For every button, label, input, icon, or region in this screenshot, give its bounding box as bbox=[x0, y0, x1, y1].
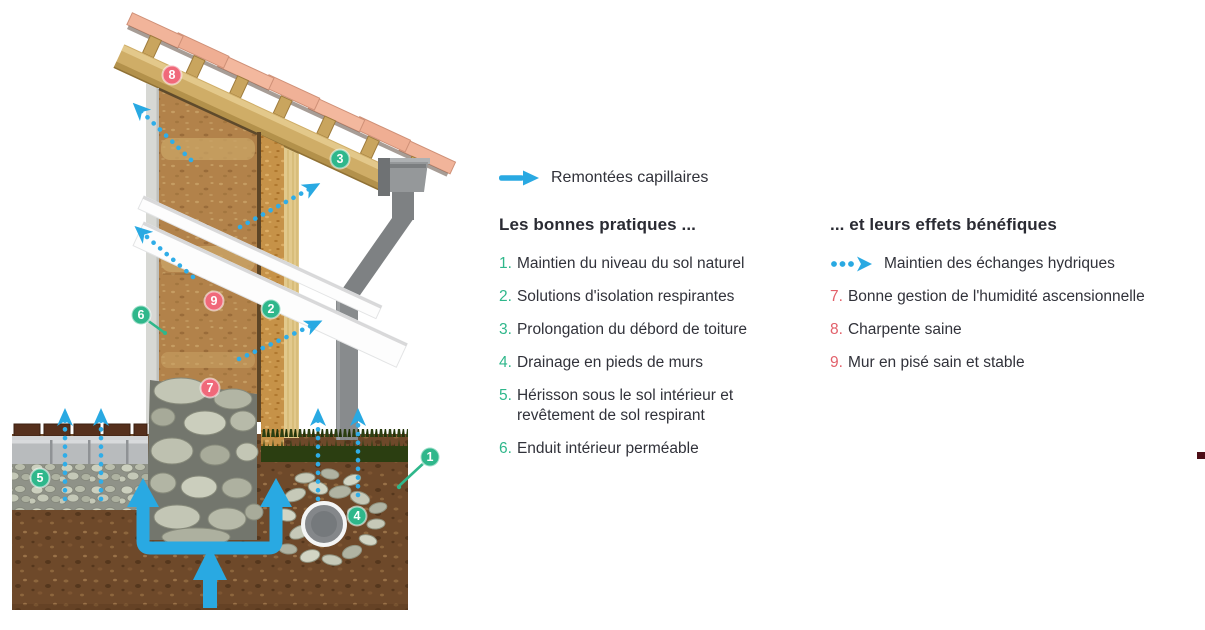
pise-wall bbox=[146, 83, 300, 452]
badge-1-label: 1 bbox=[427, 450, 434, 464]
item-text: Enduit intérieur perméable bbox=[516, 440, 699, 457]
badges: 1 2 3 4 5 6 7 8 bbox=[29, 64, 441, 527]
benefit-item-7: 7. Bonne gestion de l'humidité ascension… bbox=[830, 287, 1200, 307]
benefit-item-9: 9. Mur en pisé sain et stable bbox=[830, 353, 1200, 373]
interior-floor bbox=[12, 423, 148, 510]
badge-2: 2 bbox=[260, 298, 282, 320]
moisture-exchange-arrows bbox=[57, 102, 366, 502]
edge-artifact bbox=[1197, 452, 1205, 459]
practice-item-4: 4. Drainage en pieds de murs bbox=[499, 353, 789, 373]
badge-4: 4 bbox=[346, 505, 368, 527]
good-practices-column: Les bonnes pratiques ... 1. Maintien du … bbox=[499, 215, 789, 472]
item-number: 9. bbox=[830, 354, 843, 371]
gutter bbox=[378, 158, 430, 196]
dotted-arrow-upleft-top bbox=[132, 102, 194, 163]
badge-6: 6 bbox=[130, 304, 152, 326]
drain-pipe bbox=[301, 501, 347, 547]
item-text: Prolongation du débord de toiture bbox=[516, 321, 748, 338]
item-number: 6. bbox=[499, 440, 512, 457]
pise-lift-line bbox=[161, 352, 255, 368]
roof-assembly bbox=[113, 12, 457, 192]
item-text: Charpente saine bbox=[847, 321, 962, 338]
badge-5-label: 5 bbox=[37, 471, 44, 485]
practice-item-2: 2. Solutions d'isolation respirantes bbox=[499, 287, 789, 307]
item-text: Maintien du niveau du sol naturel bbox=[516, 255, 745, 272]
badge-9: 9 bbox=[203, 290, 225, 312]
good-practices-heading: Les bonnes pratiques ... bbox=[499, 215, 696, 234]
item-text: Drainage en pieds de murs bbox=[516, 354, 704, 371]
badge-3-label: 3 bbox=[337, 152, 344, 166]
item-number: 4. bbox=[499, 354, 512, 371]
wall-cross-section-illustration: 1 2 3 4 5 6 7 8 bbox=[0, 0, 470, 625]
badge-pointers bbox=[146, 318, 427, 490]
practice-item-3: 3. Prolongation du débord de toiture bbox=[499, 320, 789, 340]
dotted-arrow-upright-mid bbox=[236, 320, 323, 362]
practice-item-5: 5. Hérisson sous le sol intérieur et rev… bbox=[499, 386, 789, 426]
item-number: 2. bbox=[499, 288, 512, 305]
badge-1: 1 bbox=[419, 446, 441, 468]
concrete-slab bbox=[12, 440, 148, 464]
item-number: 3. bbox=[499, 321, 512, 338]
capillary-rise-arrows bbox=[127, 478, 292, 608]
dotted-arrow-upright-eave bbox=[237, 183, 321, 230]
section-break-bands bbox=[132, 195, 408, 368]
pise-lift-line bbox=[161, 138, 255, 160]
benefit-item-8: 8. Charpente saine bbox=[830, 320, 1200, 340]
hydric-exchange-label: Maintien des échanges hydriques bbox=[884, 255, 1115, 272]
badge-7: 7 bbox=[199, 377, 221, 399]
badge-3: 3 bbox=[329, 148, 351, 170]
capillary-legend-label: Remontées capillaires bbox=[551, 169, 709, 186]
badge-9-label: 9 bbox=[211, 294, 218, 308]
item-text: Solutions d'isolation respirantes bbox=[516, 288, 735, 305]
item-number: 1. bbox=[499, 255, 512, 272]
badge-4-label: 4 bbox=[354, 509, 361, 523]
dotted-arrow-upleft-mid bbox=[134, 226, 196, 280]
item-text: Mur en pisé sain et stable bbox=[847, 354, 1025, 371]
badge-8-label: 8 bbox=[169, 68, 176, 82]
diagram-svg: 1 2 3 4 5 6 7 8 bbox=[12, 12, 457, 610]
badge-7-label: 7 bbox=[207, 381, 214, 395]
dotted-arrow-right-icon bbox=[831, 256, 872, 272]
badge-2-label: 2 bbox=[268, 302, 275, 316]
hydric-exchange-row: Maintien des échanges hydriques bbox=[830, 254, 1200, 274]
item-number: 5. bbox=[499, 387, 512, 404]
item-text: Bonne gestion de l'humidité ascensionnel… bbox=[847, 288, 1145, 305]
item-number: 8. bbox=[830, 321, 843, 338]
capillary-legend: Remontées capillaires bbox=[499, 167, 708, 189]
badge-5: 5 bbox=[29, 467, 51, 489]
floor-tiles bbox=[13, 423, 148, 437]
badge-6-label: 6 bbox=[138, 308, 145, 322]
benefits-heading: ... et leurs effets bénéfiques bbox=[830, 215, 1057, 234]
roof-tiles bbox=[126, 12, 457, 175]
benefits-column: ... et leurs effets bénéfiques Maintien … bbox=[830, 215, 1200, 386]
practice-item-1: 1. Maintien du niveau du sol naturel bbox=[499, 254, 789, 274]
solid-arrow-right-icon bbox=[499, 170, 539, 186]
practice-item-6: 6. Enduit intérieur perméable bbox=[499, 439, 789, 459]
item-number: 7. bbox=[830, 288, 843, 305]
grass-strip bbox=[261, 429, 408, 462]
item-text: Hérisson sous le sol intérieur et revête… bbox=[516, 387, 734, 424]
stone-foundation bbox=[146, 377, 264, 547]
badge-8: 8 bbox=[161, 64, 183, 86]
